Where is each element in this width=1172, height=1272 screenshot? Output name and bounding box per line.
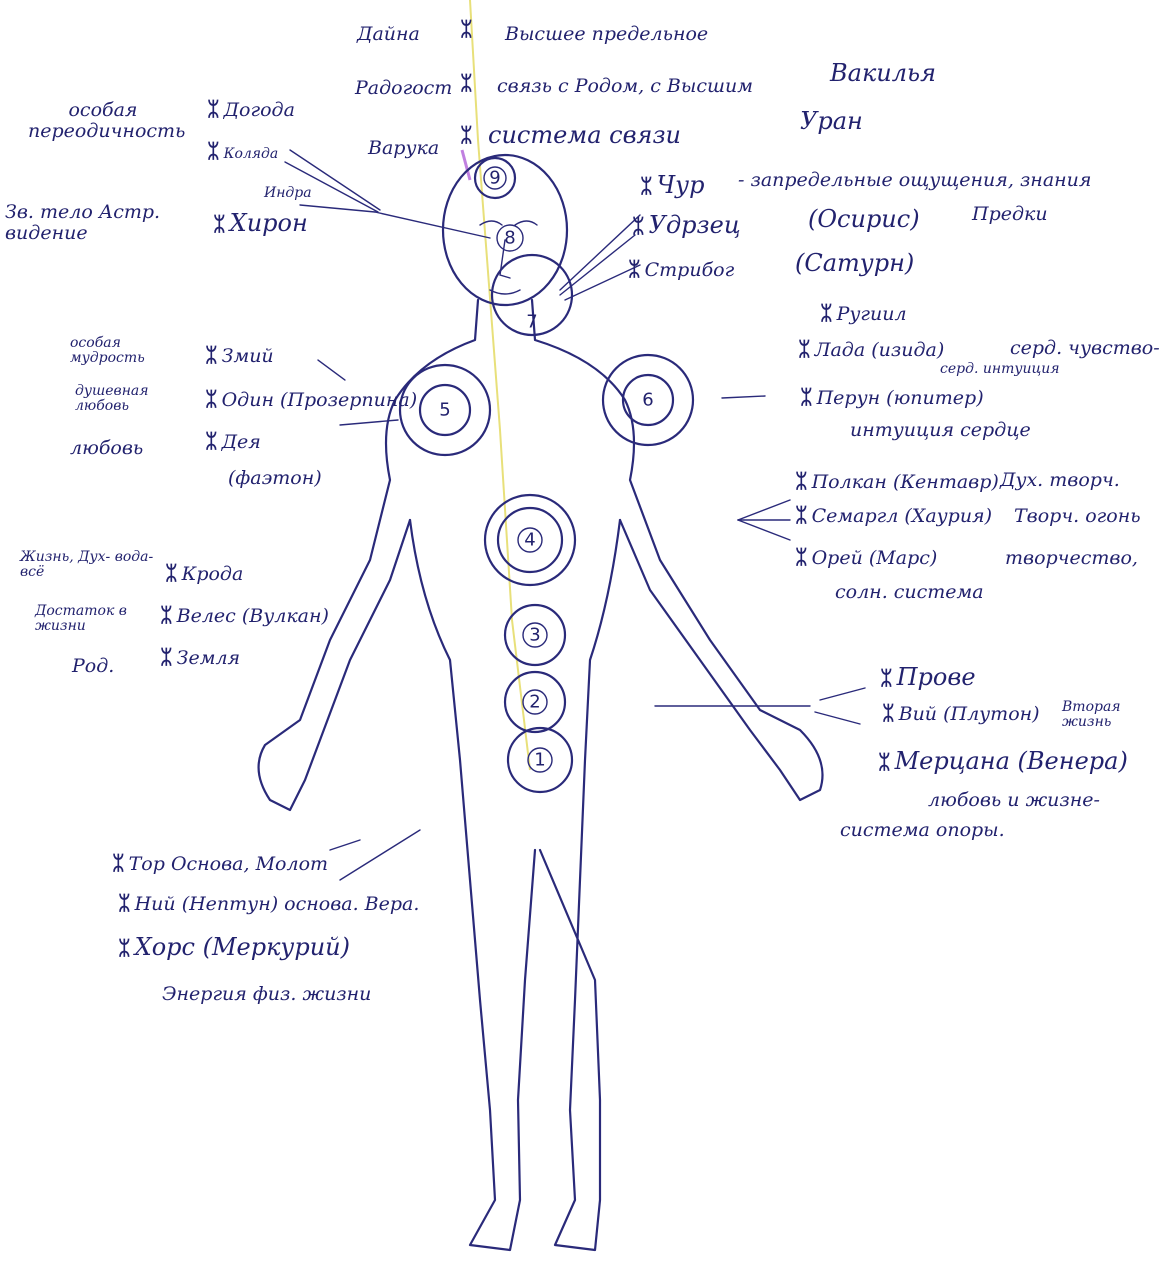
label-tor: ᛯТор Основа, Молот (112, 852, 328, 875)
energy-channel (470, 0, 530, 770)
label-saturn: (Сатурн) (795, 250, 914, 276)
label-niy: ᛯНий (Нептун) основа. Вера. (118, 892, 419, 915)
label-perun: ᛯПерун (юпитер) (800, 386, 984, 409)
label-dayna: Дайна (357, 24, 420, 45)
label-zemlya: ᛯЗемля (160, 646, 240, 669)
label-chur-desc: - запредельные ощущения, знания (738, 170, 1092, 191)
label-kroda: ᛯКрода (165, 562, 243, 585)
label-indra: Индра (264, 186, 312, 201)
label-dayna-desc: Высшее предельное (505, 24, 708, 45)
label-ruguil: ᛯРугиил (820, 302, 907, 325)
label-dogoda: ᛯДогода (207, 98, 295, 121)
left-arm-outline (259, 300, 478, 810)
chakra-9-label: 9 (489, 168, 500, 189)
label-orey-desc2: солн. система (835, 582, 984, 603)
label-perun-desc: интуиция сердце (850, 420, 1031, 441)
label-lada-desc: серд. чувство- (1010, 338, 1160, 359)
label-radogost: Радогост (355, 78, 452, 99)
left-leg-outline (410, 520, 535, 1250)
label-uran: Уран (800, 108, 863, 134)
label-mertsana-desc2: система опоры. (840, 820, 1005, 841)
label-khors-desc: Энергия физ. жизни (162, 984, 371, 1005)
label-star-body: Зв. тело Астр. видение (5, 202, 185, 244)
label-love: любовь (70, 438, 143, 459)
label-semargl-desc: Творч. огонь (1014, 506, 1141, 527)
chakra-4: 4 (485, 495, 575, 585)
label-khors: ᛯХорс (Меркурий) (118, 934, 350, 960)
chakra-3-label: 3 (529, 625, 540, 646)
label-varuka-desc: система связи (488, 122, 681, 148)
chakra-4-label: 4 (524, 530, 535, 551)
label-orey: ᛯОрей (Марс) (795, 546, 937, 569)
right-leg-outline (540, 520, 620, 1250)
label-lada: ᛯЛада (изида) (798, 338, 944, 361)
chakra-6-label: 6 (642, 390, 653, 411)
label-life-spirit: Жизнь, Дух- вода- всё (20, 550, 170, 581)
label-prove: ᛯПрове (880, 664, 976, 690)
label-rod: Род. (72, 656, 114, 677)
label-zmiy: ᛯЗмий (205, 344, 274, 367)
label-semargl: ᛯСемаргл (Хаурия) (795, 504, 992, 527)
mouth (490, 290, 520, 294)
label-orey-desc: творчество, (1005, 548, 1138, 569)
label-vakiliya: Вакилья (830, 60, 936, 86)
label-mertsana-desc: любовь и жизне- (928, 790, 1100, 811)
label-odin: ᛯОдин (Прозерпина) (205, 388, 417, 411)
label-special-wisdom: особая мудрость (70, 336, 170, 367)
label-predki: Предки (972, 204, 1048, 225)
varuka-glyph: ᛯ (460, 124, 477, 147)
label-veles: ᛯВелес (Вулкан) (160, 604, 329, 627)
chakra-2-label: 2 (529, 692, 540, 713)
label-faeton: (фаэтон) (228, 468, 322, 489)
label-deya: ᛯДея (205, 430, 261, 453)
label-mertsana: ᛯМерцана (Венера) (878, 748, 1128, 774)
chakra-6: 6 (603, 355, 693, 445)
label-soul-love: душевная любовь (75, 384, 185, 415)
label-chiron: ᛯХирон (213, 210, 308, 236)
label-prosperity: Достаток в жизни (35, 604, 155, 635)
chakra-1-label: 1 (534, 750, 545, 771)
chakra-5-label: 5 (439, 400, 450, 421)
label-special-periodicity: особая переодичность (28, 100, 178, 142)
chakra-8-label: 8 (504, 228, 515, 249)
right-arm-outline (532, 300, 823, 800)
radogost-glyph: ᛯ (460, 72, 477, 95)
pointer-lines (285, 150, 865, 880)
label-polkan: ᛯПолкан (Кентавр) (795, 470, 999, 493)
label-varuka: Варука (368, 138, 439, 159)
chakra-2: 2 (505, 672, 565, 732)
label-osiris: (Осирис) (808, 206, 920, 232)
label-chur: ᛯЧур (640, 172, 704, 198)
dayna-glyph: ᛯ (460, 18, 477, 41)
label-viy-desc: Вторая жизнь (1062, 700, 1152, 731)
label-radogost-desc: связь с Родом, с Высшим (497, 76, 753, 97)
label-stribog: ᛯСтрибог (628, 258, 734, 281)
label-kolyada: ᛯКоляда (207, 140, 278, 163)
chakra-1: 1 (508, 728, 572, 792)
chakra-8: 8 (497, 225, 523, 251)
chakra-7-label: 7 (526, 312, 537, 333)
label-viy: ᛯВий (Плутон) (882, 702, 1040, 725)
label-lada-desc2: серд. интуиция (940, 362, 1060, 377)
label-udrzets: ᛯУдрзец (632, 212, 741, 238)
label-polkan-desc: Дух. творч. (1000, 470, 1120, 491)
